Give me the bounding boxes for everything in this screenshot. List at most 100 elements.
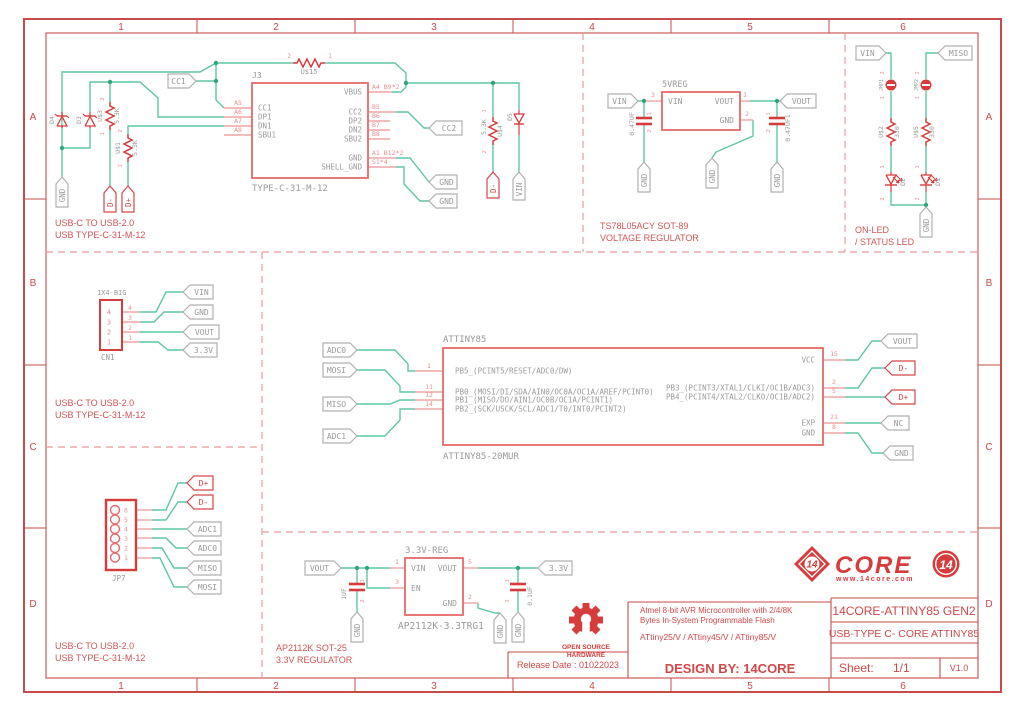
border-col-label: 6 bbox=[900, 22, 906, 33]
connector-pin-number: 1 bbox=[107, 339, 111, 347]
led-arrow bbox=[932, 179, 935, 184]
connector-pin-number: 4 bbox=[128, 305, 132, 312]
net-flag-vin[interactable] bbox=[512, 171, 526, 201]
label: VIN bbox=[411, 564, 426, 573]
jp7-pin-circle[interactable] bbox=[109, 552, 121, 563]
jp7-pin-circle[interactable] bbox=[109, 504, 121, 516]
3v3-regulator-box[interactable] bbox=[404, 557, 464, 616]
net-flag-cc2[interactable] bbox=[428, 120, 463, 136]
net-flag-gnd[interactable] bbox=[919, 206, 933, 238]
cn1-connector-box[interactable] bbox=[99, 299, 123, 351]
section-caption: USB TYPE-C-31-M-12 bbox=[55, 653, 145, 663]
typec-connector-box[interactable] bbox=[251, 82, 369, 179]
resistor-symbol[interactable] bbox=[885, 118, 897, 146]
led-symbol[interactable] bbox=[885, 174, 898, 186]
section-caption: / STATUS LED bbox=[855, 237, 915, 247]
net-flag-vout[interactable] bbox=[779, 93, 817, 109]
net-flag-gnd[interactable] bbox=[882, 445, 914, 461]
net-flag-gnd[interactable] bbox=[770, 161, 784, 193]
attiny85-box[interactable] bbox=[442, 347, 824, 446]
net-flag-mosi[interactable] bbox=[186, 579, 222, 595]
net-flag-vin[interactable] bbox=[607, 93, 639, 109]
jp7-connector-box[interactable] bbox=[104, 498, 138, 572]
led-symbol[interactable] bbox=[920, 174, 933, 186]
net-flag-dminus[interactable] bbox=[884, 360, 916, 376]
5v-regulator-box[interactable] bbox=[661, 91, 741, 131]
net-flag-nc[interactable] bbox=[880, 415, 910, 431]
net-flag-3v3[interactable] bbox=[537, 560, 573, 576]
net-flag-dplus[interactable] bbox=[884, 389, 916, 405]
net-flag-dplus[interactable] bbox=[186, 475, 214, 491]
net-flag-3v3[interactable] bbox=[182, 342, 218, 358]
pad-label: A4 B9*2 bbox=[372, 83, 399, 91]
net-flag-gnd[interactable] bbox=[182, 304, 214, 320]
resistor-symbol[interactable] bbox=[104, 102, 116, 130]
net-flag-label: GND bbox=[58, 188, 67, 202]
jp7-pin-circle[interactable] bbox=[109, 514, 121, 525]
sheet-inner-border bbox=[45, 32, 979, 679]
net-flag-vout[interactable] bbox=[304, 560, 342, 576]
net-flag-adc1[interactable] bbox=[322, 428, 358, 444]
net-flag-dminus[interactable] bbox=[486, 171, 500, 199]
resistor-symbol[interactable] bbox=[487, 117, 499, 145]
net-flag-adc0[interactable] bbox=[322, 342, 358, 358]
led-arrow bbox=[895, 174, 903, 182]
jp7-pin-circle[interactable] bbox=[109, 533, 121, 544]
resistor-symbol[interactable] bbox=[293, 57, 325, 69]
junction-dot bbox=[213, 60, 219, 66]
net-flag-dplus[interactable] bbox=[121, 185, 135, 213]
resistor-symbol[interactable] bbox=[122, 134, 134, 162]
border-col-label: 6 bbox=[900, 681, 906, 692]
net-flag-label: GND bbox=[353, 623, 362, 637]
net-flag-cc1[interactable] bbox=[167, 73, 197, 89]
titleblock-subtitle: USB-TYPE C- CORE ATTINY85 bbox=[829, 628, 979, 640]
net-flag-gnd[interactable] bbox=[637, 161, 651, 193]
section-caption: AP2112K SOT-25 bbox=[276, 643, 347, 653]
jp7-pin-circle[interactable] bbox=[109, 523, 121, 535]
cn1-header: 1X4-BIG bbox=[97, 289, 127, 297]
titleblock-mcu-list: ATtiny25/V / ATtiny45/V / ATtiny85/V bbox=[640, 632, 776, 642]
net-flag-label: MISO bbox=[949, 49, 968, 58]
net-flag-miso[interactable] bbox=[322, 396, 358, 412]
pin-name: VBUS bbox=[344, 88, 363, 97]
net-flag-gnd[interactable] bbox=[428, 174, 458, 190]
oshw-text: OPEN SOURCE bbox=[562, 644, 611, 651]
net-flag-gnd[interactable] bbox=[511, 611, 525, 643]
net-flag-gnd[interactable] bbox=[350, 611, 364, 643]
net-flag-vin[interactable] bbox=[182, 284, 214, 300]
net-flag-gnd[interactable] bbox=[55, 176, 69, 208]
label: GND bbox=[443, 599, 458, 608]
14core-logo-circle bbox=[804, 556, 820, 572]
net-flag-vout[interactable] bbox=[182, 324, 220, 340]
resistor-symbol[interactable] bbox=[920, 118, 932, 146]
net-wire bbox=[152, 547, 187, 569]
pad-label: B8 bbox=[372, 130, 380, 138]
net-flag-vin[interactable] bbox=[855, 45, 887, 61]
label: D4 bbox=[48, 116, 56, 124]
net-flag-miso[interactable] bbox=[186, 560, 222, 576]
net-flag-miso[interactable] bbox=[937, 45, 973, 61]
net-flag-dminus[interactable] bbox=[103, 185, 117, 213]
net-flag-adc1[interactable] bbox=[186, 521, 222, 537]
net-flag-label: GND bbox=[514, 623, 523, 637]
junction-dot bbox=[107, 79, 113, 85]
section-caption: USB-C TO USB-2.0 bbox=[55, 641, 134, 651]
net-wire bbox=[152, 557, 187, 588]
border-col-label: 5 bbox=[747, 681, 753, 692]
section-caption: TS78L05ACY SOT-89 bbox=[600, 221, 688, 231]
jp7-pin-circle[interactable] bbox=[109, 542, 121, 554]
net-flag-vout[interactable] bbox=[880, 333, 918, 349]
14core-badge-ring bbox=[935, 553, 958, 576]
net-flag-adc0[interactable] bbox=[186, 540, 222, 556]
net-flag-dminus[interactable] bbox=[186, 494, 214, 510]
pad-label: B5 bbox=[372, 103, 380, 111]
junction-dot bbox=[774, 98, 780, 104]
net-flag-gnd[interactable] bbox=[705, 157, 719, 189]
net-flag-gnd[interactable] bbox=[428, 193, 458, 209]
net-flag-gnd[interactable] bbox=[493, 612, 507, 644]
connector-pin-number: 3 bbox=[107, 319, 111, 327]
diode-symbol[interactable] bbox=[513, 113, 526, 125]
net-flag-mosi[interactable] bbox=[322, 362, 358, 378]
diode-symbol[interactable] bbox=[84, 115, 97, 127]
